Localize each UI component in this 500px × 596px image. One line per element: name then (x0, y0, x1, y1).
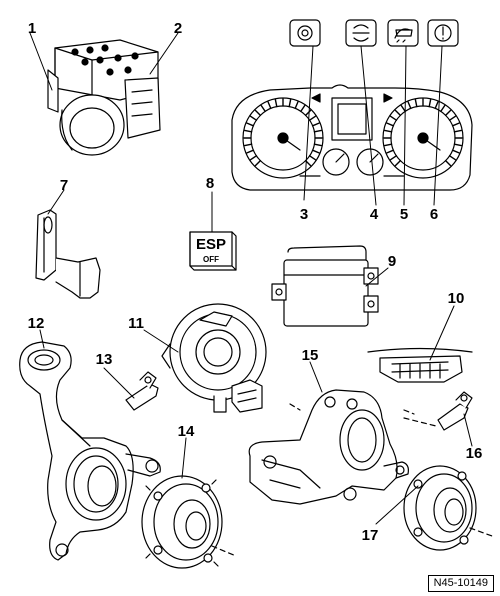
callout-15: 15 (302, 347, 319, 364)
callout-numbers: 1 2 3 4 5 6 7 8 9 10 11 12 13 14 15 16 1… (28, 20, 483, 544)
gauge-tick (428, 98, 432, 108)
gauge-tick (448, 115, 457, 121)
speedometer-ticks (383, 98, 463, 167)
gauge-tick (440, 104, 446, 113)
gauge-tick (453, 143, 462, 147)
gauge-tick (311, 122, 320, 127)
leader-lines (29, 32, 473, 525)
gauge-tick (386, 149, 395, 154)
gauge-tick (246, 149, 255, 154)
wheel-speed-sensor-front (125, 371, 159, 411)
gauge-tick (434, 101, 439, 110)
gauge-tick (444, 159, 452, 167)
callout-2: 2 (174, 20, 182, 37)
callout-7: 7 (60, 177, 68, 194)
gauge-tick (260, 104, 266, 113)
callout-12: 12 (28, 315, 45, 332)
gauge-tick (304, 109, 312, 117)
gauge-tick (389, 115, 398, 121)
gauge-tick (246, 122, 255, 127)
callout-9: 9 (388, 253, 396, 270)
gauge-tick (308, 115, 317, 121)
gauge-tick (389, 155, 398, 161)
gauge-tick (249, 155, 258, 161)
callout-10: 10 (448, 290, 465, 307)
callout-6: 6 (430, 206, 438, 223)
gauge-tick (407, 101, 412, 110)
gauge-tick (300, 104, 306, 113)
callout-4: 4 (370, 206, 379, 223)
gauge-tick (394, 109, 402, 117)
esp-off-button: ESP OFF (189, 231, 237, 271)
tachometer-ticks (243, 98, 323, 167)
gauge-tick (311, 149, 320, 154)
gauge-tick (394, 159, 402, 167)
gauge-tick (249, 115, 258, 121)
gauge-tick (453, 129, 462, 133)
callout-1: 1 (28, 20, 36, 37)
wheel-bearing-housing-rear (248, 389, 409, 505)
abs-control-unit (47, 39, 161, 156)
esp-label: ESP (196, 236, 226, 253)
gauge-tick (254, 109, 262, 117)
wheel-hub-rear (403, 465, 477, 551)
callout-14: 14 (178, 423, 195, 440)
gauge-tick (451, 122, 460, 127)
sensor-bracket (35, 209, 101, 299)
esp-off-label: OFF (203, 255, 219, 264)
wheel-hub-front (141, 475, 223, 569)
gauge-tick (274, 98, 278, 108)
gauge-tick (313, 129, 322, 133)
gauge-tick (414, 98, 418, 108)
gauge-tick (384, 129, 393, 133)
wheel-speed-sensor-rear (437, 391, 473, 431)
gauge-tick (400, 104, 406, 113)
gauge-tick (384, 143, 393, 147)
diagnostic-connector (367, 347, 473, 383)
gauge-tick (313, 143, 322, 147)
steering-knuckle (19, 341, 161, 561)
callout-8: 8 (206, 175, 214, 192)
warning-lamp-icons (289, 19, 459, 47)
callout-11: 11 (128, 315, 144, 332)
callout-17: 17 (362, 527, 379, 544)
gauge-tick (243, 143, 253, 147)
gauge-tick (294, 101, 299, 110)
gauge-tick (386, 122, 395, 127)
gauge-tick (254, 159, 262, 167)
steering-angle-sensor (161, 303, 267, 413)
gauge-tick (448, 155, 457, 161)
gauge-tick (308, 155, 317, 161)
callout-16: 16 (466, 445, 483, 462)
callout-13: 13 (96, 351, 113, 368)
gauge-tick (243, 129, 253, 133)
control-module (271, 245, 379, 327)
figure-reference-code: N45-10149 (427, 575, 494, 592)
gauge-tick (444, 109, 452, 117)
gauge-tick (451, 149, 460, 154)
callout-3: 3 (300, 206, 308, 223)
callout-5: 5 (400, 206, 408, 223)
instrument-cluster (231, 84, 473, 191)
gauge-tick (267, 101, 272, 110)
gauge-tick (288, 98, 292, 108)
